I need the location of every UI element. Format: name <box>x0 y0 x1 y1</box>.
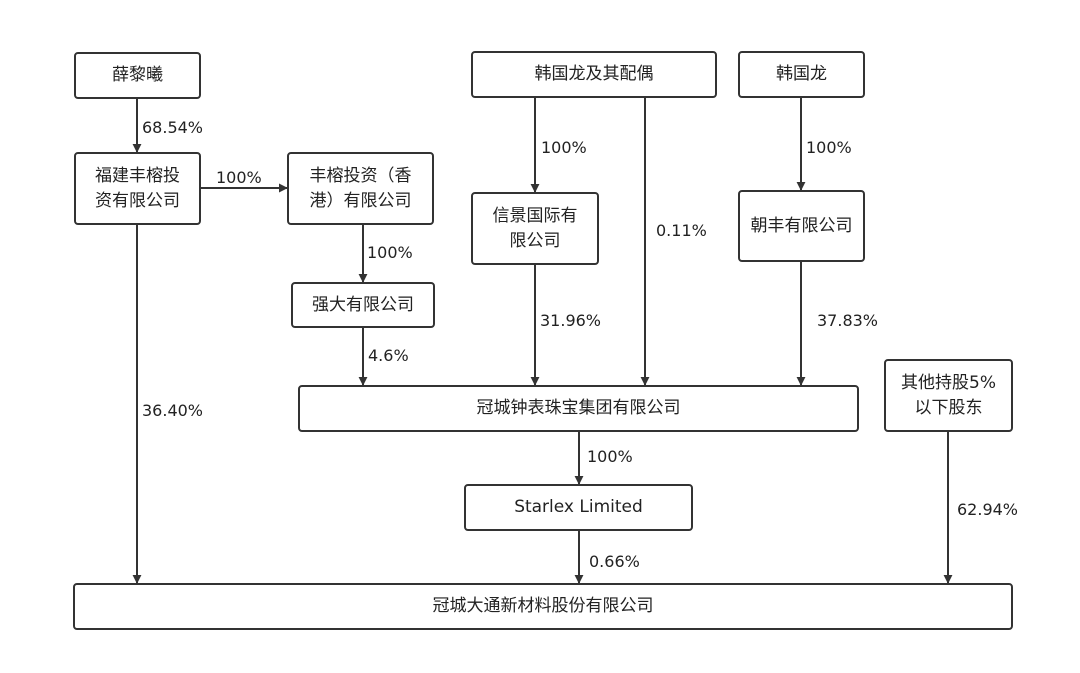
label-spouse-to-xinjing: 100% <box>541 138 587 157</box>
node-others: 其他持股5%以下股东 <box>884 359 1013 432</box>
label-chaofeng-to-group: 37.83% <box>817 311 879 330</box>
node-xue-lixi: 薛黎曦 <box>74 52 201 99</box>
label-spouse-to-group: 0.11% <box>656 221 707 240</box>
label-xinjing-to-group: 31.96% <box>540 311 602 330</box>
node-guancheng-group: 冠城钟表珠宝集团有限公司 <box>298 385 859 432</box>
node-target: 冠城大通新材料股份有限公司 <box>73 583 1013 630</box>
node-chaofeng: 朝丰有限公司 <box>738 190 865 262</box>
label-starlex-to-target: 0.66% <box>589 552 640 571</box>
node-qiangda: 强大有限公司 <box>291 282 435 328</box>
node-han-spouse: 韩国龙及其配偶 <box>471 51 717 98</box>
label-fujian-to-target: 36.40% <box>142 401 204 420</box>
node-xinjing: 信景国际有限公司 <box>471 192 599 265</box>
node-starlex: Starlex Limited <box>464 484 693 531</box>
label-fujian-to-hk: 100% <box>216 168 262 187</box>
node-han: 韩国龙 <box>738 51 865 98</box>
label-qiangda-to-group: 4.6% <box>368 346 409 365</box>
label-han-to-chaofeng: 100% <box>806 138 852 157</box>
label-group-to-starlex: 100% <box>587 447 633 466</box>
node-fujian-fengrong: 福建丰榕投资有限公司 <box>74 152 201 225</box>
label-hk-to-qiangda: 100% <box>367 243 413 262</box>
label-xue-to-fujian: 68.54% <box>142 118 204 137</box>
node-fengrong-hk: 丰榕投资（香港）有限公司 <box>287 152 434 225</box>
label-others-to-target: 62.94% <box>957 500 1019 519</box>
